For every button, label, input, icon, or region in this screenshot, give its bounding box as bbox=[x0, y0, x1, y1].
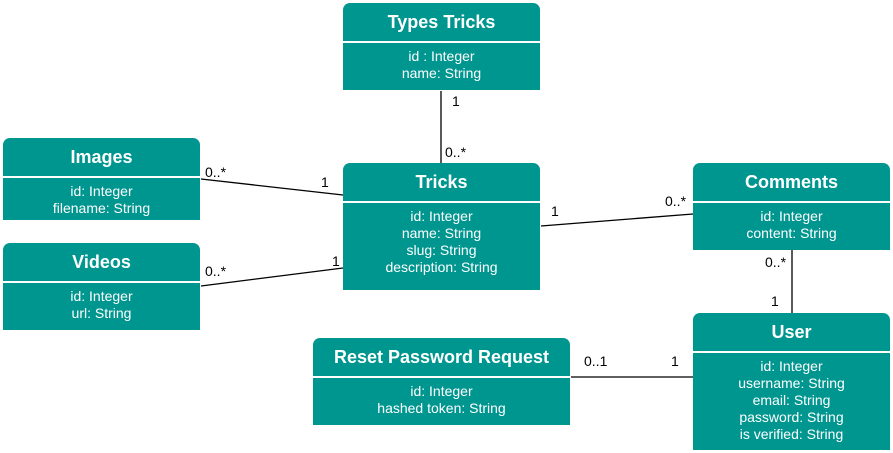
entity-tricks[interactable]: Tricks id: Integer name: String slug: St… bbox=[343, 163, 540, 290]
multiplicity-label: 0..* bbox=[445, 144, 467, 160]
entity-title: Videos bbox=[3, 243, 200, 283]
attribute: slug: String bbox=[406, 242, 477, 258]
multiplicity-label: 0..* bbox=[665, 193, 687, 209]
entity-images[interactable]: Images id: Integer filename: String bbox=[3, 138, 200, 220]
attribute: id: Integer bbox=[70, 288, 133, 304]
multiplicity-label: 1 bbox=[771, 293, 779, 309]
attribute-list: id: Integer filename: String bbox=[3, 178, 200, 217]
entity-user[interactable]: User id: Integer username: String email:… bbox=[693, 313, 890, 450]
attribute: filename: String bbox=[52, 200, 151, 216]
attribute: id: Integer bbox=[760, 358, 823, 374]
attribute: name: String bbox=[401, 225, 482, 241]
multiplicity-label: 0..* bbox=[205, 164, 227, 180]
attribute: id : Integer bbox=[408, 48, 475, 64]
attribute: hashed token: String bbox=[377, 400, 506, 416]
attribute-list: id: Integer content: String bbox=[693, 203, 890, 242]
entity-title: Reset Password Request bbox=[313, 338, 570, 378]
entity-comments[interactable]: Comments id: Integer content: String bbox=[693, 163, 890, 250]
attribute: url: String bbox=[71, 305, 132, 321]
attribute: id: Integer bbox=[410, 208, 473, 224]
entity-title: Images bbox=[3, 138, 200, 178]
attribute: username: String bbox=[738, 375, 845, 391]
multiplicity-label: 0..1 bbox=[584, 353, 608, 369]
multiplicity-label: 1 bbox=[551, 203, 559, 219]
attribute: name: String bbox=[401, 65, 482, 81]
attribute: email: String bbox=[752, 392, 831, 408]
attribute-list: id : Integer name: String bbox=[343, 43, 540, 82]
attribute: id: Integer bbox=[760, 208, 823, 224]
entity-title: Types Tricks bbox=[343, 3, 540, 43]
multiplicity-label: 0..* bbox=[765, 254, 787, 270]
attribute: id: Integer bbox=[70, 183, 133, 199]
multiplicity-label: 1 bbox=[332, 253, 340, 269]
attribute: is verified: String bbox=[739, 426, 844, 442]
attribute-list: id: Integer name: String slug: String de… bbox=[343, 203, 540, 276]
multiplicity-label: 1 bbox=[671, 353, 679, 369]
attribute-list: id: Integer url: String bbox=[3, 283, 200, 322]
link-tricks-comments bbox=[540, 213, 694, 227]
multiplicity-label: 1 bbox=[321, 174, 329, 190]
attribute: id: Integer bbox=[410, 383, 473, 399]
attribute: password: String bbox=[739, 409, 844, 425]
attribute: description: String bbox=[385, 259, 498, 275]
multiplicity-label: 1 bbox=[452, 93, 460, 109]
attribute-list: id: Integer username: String email: Stri… bbox=[693, 353, 890, 443]
entity-title: Comments bbox=[693, 163, 890, 203]
entity-title: User bbox=[693, 313, 890, 353]
multiplicity-label: 0..* bbox=[205, 263, 227, 279]
entity-reset-password-request[interactable]: Reset Password Request id: Integer hashe… bbox=[313, 338, 570, 425]
entity-types-tricks[interactable]: Types Tricks id : Integer name: String bbox=[343, 3, 540, 90]
attribute-list: id: Integer hashed token: String bbox=[313, 378, 570, 417]
entity-videos[interactable]: Videos id: Integer url: String bbox=[3, 243, 200, 330]
link-videos-tricks bbox=[200, 267, 344, 287]
entity-title: Tricks bbox=[343, 163, 540, 203]
attribute: content: String bbox=[746, 225, 837, 241]
link-images-tricks bbox=[200, 178, 344, 196]
